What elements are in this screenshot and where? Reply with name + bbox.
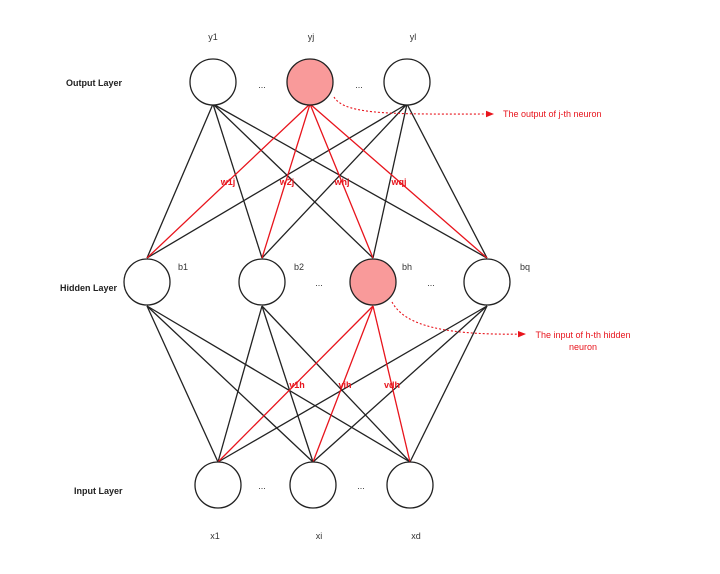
weight-line-w2j: [261, 103, 311, 259]
ellipsis: ...: [355, 80, 363, 90]
output-node-label: y1: [208, 32, 218, 42]
weight-line-whj: [309, 103, 374, 259]
output-node-yl: [383, 58, 431, 106]
input-node-label: xd: [411, 531, 421, 541]
input-node-label: x1: [210, 531, 220, 541]
hidden-node-bh: [349, 258, 397, 306]
ellipsis: ...: [315, 278, 323, 288]
output-node-yj: [286, 58, 334, 106]
hidden-note-arrow: [391, 301, 526, 338]
input-layer-nodes: [194, 461, 434, 509]
hidden-node-b1: [123, 258, 171, 306]
weight-label-v1h: v1h: [289, 380, 305, 390]
connection-line: [212, 103, 374, 259]
hidden-layer-nodes: [123, 258, 511, 306]
weight-label-wqj: wqj: [391, 177, 407, 187]
ellipsis: ...: [357, 481, 365, 491]
input-node-label: xi: [316, 531, 323, 541]
hidden-note-line1: The input of h-th hidden: [535, 330, 630, 340]
connection-line: [146, 305, 314, 463]
connection-line: [212, 103, 263, 259]
connection-line: [146, 305, 411, 463]
connection-line: [212, 103, 488, 259]
connection-line: [261, 305, 411, 463]
hidden-node-label: b2: [294, 262, 304, 272]
input-node-x1: [194, 461, 242, 509]
weight-line-w1j: [146, 103, 311, 259]
output-note: The output of j-th neuron: [503, 109, 602, 119]
ellipsis: ...: [258, 481, 266, 491]
output-node-y1: [189, 58, 237, 106]
connection-line: [217, 305, 488, 463]
input-node-xd: [386, 461, 434, 509]
hidden-node-bq: [463, 258, 511, 306]
hidden-node-label: b1: [178, 262, 188, 272]
connection-line: [146, 103, 214, 259]
connection-line: [312, 305, 488, 463]
input-layer-label: Input Layer: [74, 486, 123, 496]
connection-line: [409, 305, 488, 463]
hidden-layer-label: Hidden Layer: [60, 283, 118, 293]
weight-label-vih: vih: [338, 380, 351, 390]
output-layer-nodes: [189, 58, 431, 106]
ellipsis: ...: [258, 80, 266, 90]
ellipsis: ...: [427, 278, 435, 288]
connection-line: [146, 305, 219, 463]
output-node-label: yl: [410, 32, 417, 42]
input-node-xi: [289, 461, 337, 509]
weight-label-w1j: w1j: [220, 177, 236, 187]
connection-line: [146, 103, 408, 259]
connection-line: [217, 305, 263, 463]
output-layer-label: Output Layer: [66, 78, 123, 88]
hidden-node-label: bq: [520, 262, 530, 272]
weight-label-w2j: w2j: [279, 177, 295, 187]
hidden-node-label: bh: [402, 262, 412, 272]
weight-line-wqj: [309, 103, 488, 259]
weight-label-whj: whj: [334, 177, 350, 187]
weight-line-vdh: [372, 305, 411, 463]
weight-line-v1h: [217, 305, 374, 463]
connection-line: [372, 103, 408, 259]
hidden-note-line2: neuron: [569, 342, 597, 352]
output-note-arrow: [333, 96, 494, 118]
hidden-node-b2: [238, 258, 286, 306]
output-node-label: yj: [308, 32, 315, 42]
connection-line: [261, 103, 408, 259]
weight-line-vih: [312, 305, 374, 463]
connection-line: [406, 103, 488, 259]
red-connections: [146, 103, 488, 463]
weight-label-vdh: vdh: [384, 380, 400, 390]
black-connections: [146, 103, 488, 463]
connection-line: [261, 305, 314, 463]
